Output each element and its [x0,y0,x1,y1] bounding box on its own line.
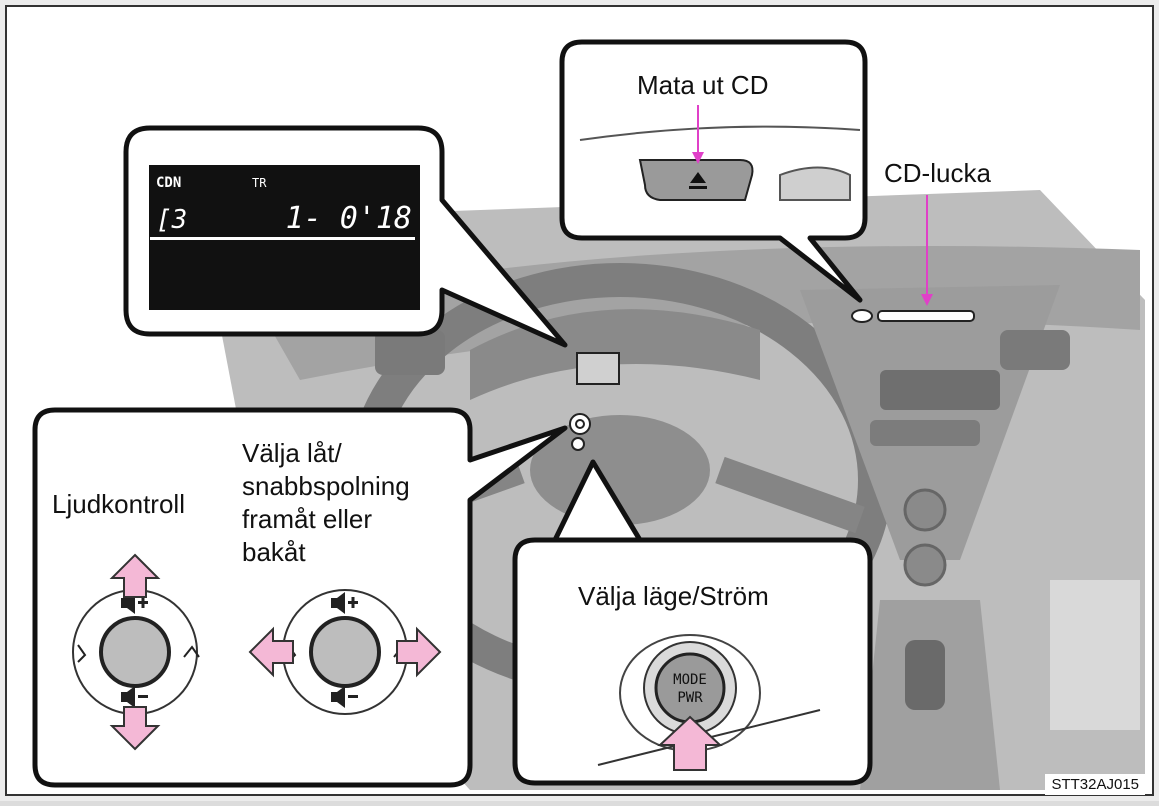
track-tag: TR [252,176,267,190]
track-label-line3: framåt eller [242,504,373,534]
display-callout: CDN TR [3 1- 0'18 [123,125,568,348]
volume-up-arrow [109,553,161,598]
seek-back-arrow [248,626,294,678]
pwr-label: PWR [677,690,703,706]
mode-label: MODE [673,672,707,688]
seek-forward-arrow [396,626,442,678]
display-location [576,352,620,385]
volume-knob [99,616,171,688]
volume-down-icon [121,686,148,708]
eject-icon [690,172,706,183]
elapsed-time: 1- 0'18 [286,201,412,236]
figure-code: STT32AJ015 [1045,774,1145,795]
track-label-line2: snabbspolning [242,471,410,501]
seek-volume-up-icon [331,592,358,614]
chevron-left-icon [77,644,87,663]
source-tag: CDN [156,175,181,191]
mode-label-text: Välja läge/Ström [578,581,769,611]
eject-callout [559,39,868,303]
gear-shifter [905,640,945,710]
mode-callout: MODE PWR [512,459,873,786]
volume-label: Ljudkontroll [52,489,185,519]
mode-switch-marker [571,437,585,451]
volume-switch [72,553,200,751]
track-label-line4: bakåt [242,537,306,567]
steering-controls-callout [32,407,568,788]
display-underline [150,237,415,240]
chevron-up-icon [183,645,200,658]
mode-power-button [654,652,726,724]
eject-label: Mata ut CD [637,70,769,100]
disc-number: [3 [156,205,187,235]
mode-callout-bubble [512,459,873,786]
track-label-line1: Välja låt/ [242,438,342,468]
seek-knob [309,616,381,688]
cd-slot [877,310,975,322]
eject-button-small [851,309,873,323]
press-arrow [657,715,723,771]
seek-switch [248,589,442,715]
cd-slot-label: CD-lucka [884,158,991,188]
volume-down-arrow [109,706,161,751]
seek-volume-down-icon [331,686,358,708]
steering-switch-marker [569,413,591,435]
